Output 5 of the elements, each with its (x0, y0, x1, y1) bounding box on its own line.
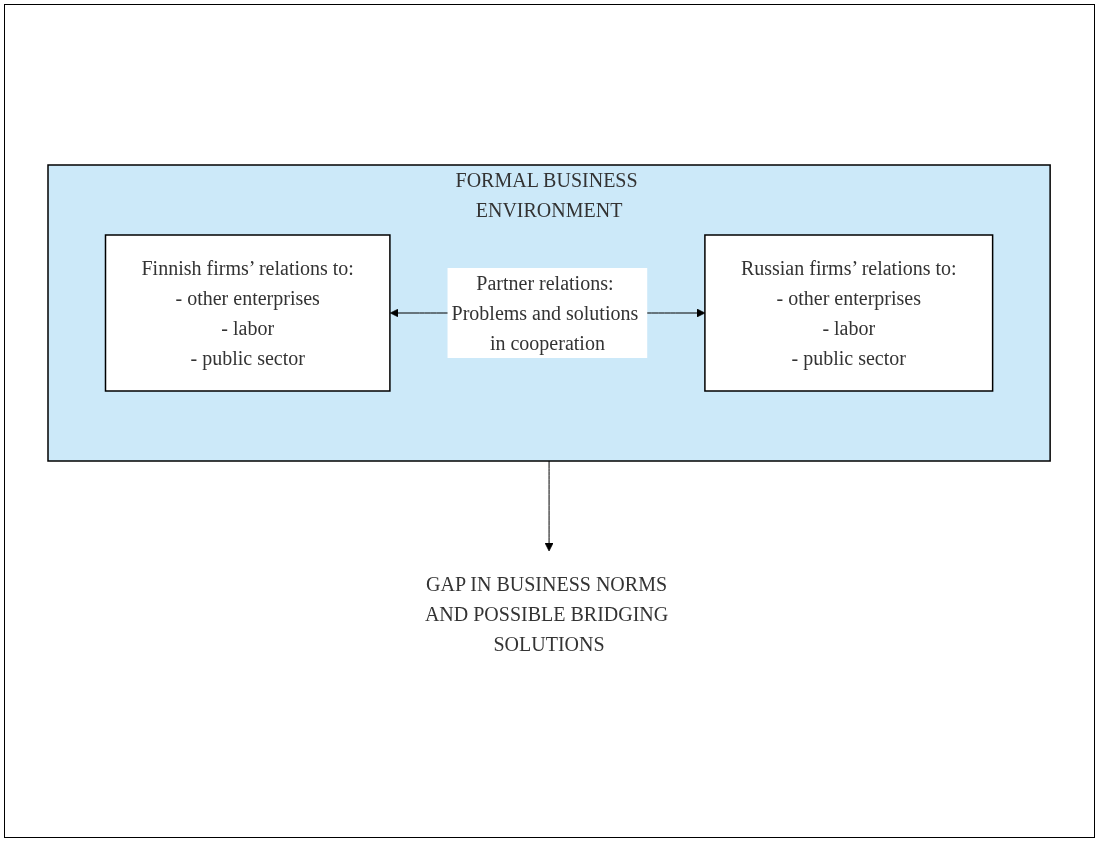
arrow (545, 460, 554, 552)
node-box: Russian firms’ relations to: - other enterprises - labor - public sector (704, 234, 994, 392)
edge-label: Partner relations: Problems and solutions in cooperation (452, 272, 639, 354)
node-text: GAP IN BUSINESS NORMS AND POSSIBLE BRIDGING SOLUTIONS (425, 573, 669, 655)
node-box: Finnish firms’ relations to: - other enterprises - labor - public sector (105, 234, 392, 392)
